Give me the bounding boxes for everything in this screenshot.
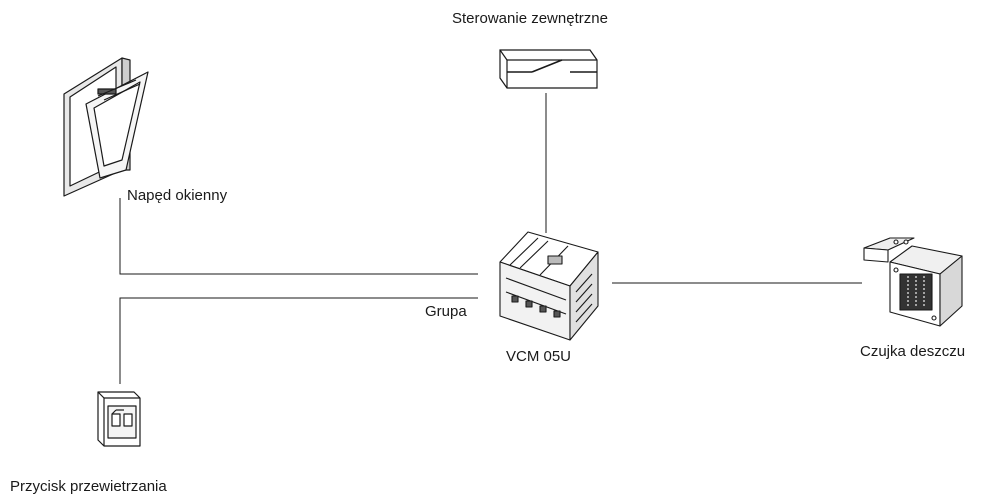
- vcm-controller-icon: [500, 232, 598, 340]
- connection-lines: [119, 93, 862, 384]
- window-drive-icon: [64, 58, 148, 196]
- rain-sensor-label: Czujka deszczu: [860, 343, 966, 360]
- vent-button-icon: [98, 392, 140, 446]
- window-drive-label: Napęd okienny: [127, 187, 228, 204]
- button-to-controller-line: [119, 297, 478, 384]
- window-to-controller-line: [119, 198, 478, 275]
- group-label: Grupa: [425, 303, 467, 320]
- external-control-label: Sterowanie zewnętrzne: [452, 10, 608, 27]
- vent-button-label: Przycisk przewietrzania: [10, 478, 167, 495]
- controller-label: VCM 05U: [506, 348, 572, 365]
- rain-sensor-icon: [864, 238, 962, 326]
- external-switch-icon: [500, 50, 597, 88]
